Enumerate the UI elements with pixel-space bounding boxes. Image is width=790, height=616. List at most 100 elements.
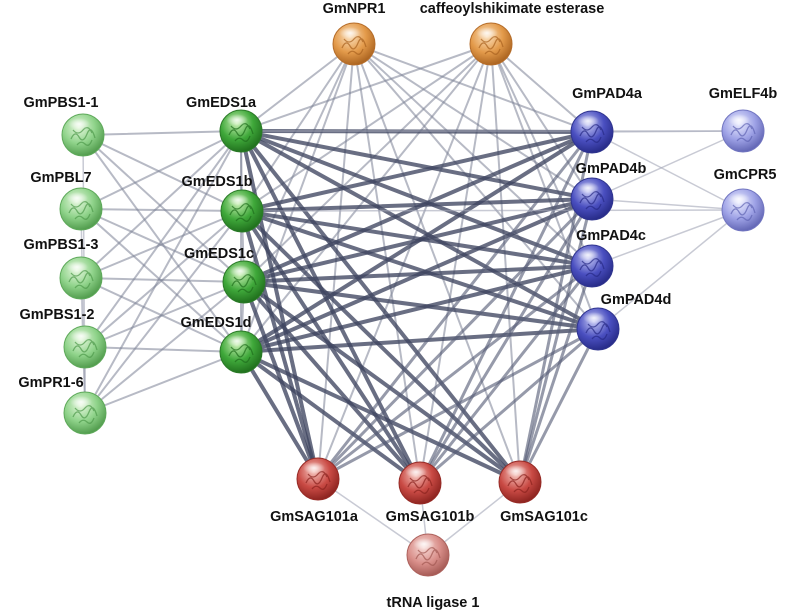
node-gloss bbox=[226, 114, 248, 126]
node-sag101a[interactable] bbox=[296, 457, 340, 501]
node-gloss bbox=[577, 249, 599, 261]
node-pbl7[interactable] bbox=[59, 187, 103, 231]
edge-eds1c-pad4a bbox=[242, 130, 594, 284]
node-pbs13[interactable] bbox=[59, 256, 103, 300]
protein-structure-icon bbox=[478, 35, 504, 55]
edge-pr16-eds1a bbox=[84, 130, 242, 414]
node-pbs12[interactable] bbox=[63, 325, 107, 369]
protein-structure-icon bbox=[579, 123, 605, 143]
edge-pr16-eds1c bbox=[84, 281, 245, 414]
edge-pbs11-eds1a bbox=[82, 130, 242, 136]
edge-pbs13-eds1a bbox=[80, 130, 242, 279]
edge-pbs12-eds1b bbox=[84, 210, 243, 348]
edge-cse-eds1d bbox=[240, 43, 492, 353]
edge-pbs11-eds1b bbox=[82, 134, 243, 212]
edge-pad4a-sag101a bbox=[316, 130, 594, 481]
edge-pbs12-eds1c bbox=[84, 281, 245, 348]
edge-pbl7-eds1a bbox=[80, 130, 242, 210]
edge-cse-pad4b bbox=[490, 43, 593, 200]
node-npr1[interactable] bbox=[332, 22, 376, 66]
node-label-eds1a: GmEDS1a bbox=[186, 95, 257, 111]
node-label-sag101b: GmSAG101b bbox=[386, 509, 475, 525]
edge-npr1-eds1b bbox=[241, 43, 355, 212]
protein-structure-icon bbox=[407, 474, 433, 494]
protein-structure-icon bbox=[228, 122, 254, 142]
protein-structure-icon bbox=[341, 35, 367, 55]
node-gloss bbox=[227, 194, 249, 206]
node-label-pad4c: GmPAD4c bbox=[576, 228, 646, 244]
protein-structure-icon bbox=[231, 273, 257, 293]
edge-layer bbox=[80, 43, 744, 556]
edge-eds1b-pad4b bbox=[240, 197, 594, 213]
edge-eds1b-pad4a bbox=[240, 130, 594, 213]
edge-pad4c-sag101b bbox=[418, 264, 594, 485]
node-gloss bbox=[66, 261, 88, 273]
node-gloss bbox=[583, 312, 605, 324]
protein-structure-icon bbox=[68, 269, 94, 289]
protein-structure-icon bbox=[579, 190, 605, 210]
node-trna[interactable] bbox=[406, 533, 450, 577]
node-cse[interactable] bbox=[469, 22, 513, 66]
node-label-pbs12: GmPBS1-2 bbox=[20, 307, 95, 323]
edge-eds1a-pad4d bbox=[239, 129, 600, 331]
edge-eds1b-cpr5 bbox=[241, 209, 744, 212]
protein-structure-icon bbox=[415, 546, 441, 566]
edge-cse-pad4a bbox=[490, 43, 593, 133]
node-cpr5[interactable] bbox=[721, 188, 765, 232]
edge-pbs13-eds1b bbox=[80, 210, 243, 279]
node-gloss bbox=[405, 466, 427, 478]
node-gloss bbox=[229, 265, 251, 277]
node-label-elf4b: GmELF4b bbox=[709, 86, 778, 102]
node-label-trna: tRNA ligase 1 bbox=[387, 595, 480, 611]
node-eds1c[interactable] bbox=[222, 260, 266, 304]
node-eds1b[interactable] bbox=[220, 189, 264, 233]
edge-pad4d-sag101a bbox=[316, 327, 600, 481]
protein-structure-icon bbox=[579, 257, 605, 277]
edge-pad4b-sag101a bbox=[316, 197, 594, 481]
edge-sag101a-trna bbox=[317, 478, 429, 556]
edge-cse-sag101c bbox=[490, 43, 521, 483]
node-pad4a[interactable] bbox=[570, 110, 614, 154]
edge-eds1d-sag101a bbox=[239, 350, 320, 481]
edge-pbs12-eds1a bbox=[84, 130, 242, 348]
edge-eds1a-pad4b bbox=[239, 129, 594, 201]
node-gloss bbox=[476, 27, 498, 39]
edge-eds1c-pad4d bbox=[242, 280, 600, 331]
node-pbs11[interactable] bbox=[61, 113, 105, 157]
edge-eds1a-sag101a bbox=[239, 129, 320, 481]
node-pad4d[interactable] bbox=[576, 307, 620, 351]
edge-eds1d-sag101b bbox=[239, 350, 422, 485]
protein-structure-icon bbox=[68, 200, 94, 220]
protein-structure-icon bbox=[229, 202, 255, 222]
edge-eds1c-sag101b bbox=[242, 280, 422, 485]
edge-pad4b-cpr5 bbox=[591, 198, 744, 211]
node-gloss bbox=[339, 27, 361, 39]
protein-structure-icon bbox=[228, 343, 254, 363]
node-eds1a[interactable] bbox=[219, 109, 263, 153]
protein-structure-icon bbox=[72, 338, 98, 358]
edge-npr1-pad4b bbox=[353, 43, 593, 200]
edge-pbl7-eds1c bbox=[80, 208, 245, 283]
node-eds1d[interactable] bbox=[219, 330, 263, 374]
node-gloss bbox=[66, 192, 88, 204]
edge-pad4d-cpr5 bbox=[597, 209, 744, 330]
node-gloss bbox=[728, 114, 750, 126]
node-pad4c[interactable] bbox=[570, 244, 614, 288]
edge-eds1d-pad4b bbox=[239, 197, 594, 354]
node-pr16[interactable] bbox=[63, 391, 107, 435]
edge-pbs11-eds1c bbox=[82, 134, 245, 283]
node-pad4b[interactable] bbox=[570, 177, 614, 221]
node-label-pbs13: GmPBS1-3 bbox=[24, 237, 99, 253]
node-sag101b[interactable] bbox=[398, 461, 442, 505]
node-sag101c[interactable] bbox=[498, 460, 542, 504]
node-label-pad4b: GmPAD4b bbox=[576, 161, 647, 177]
edge-pr16-eds1b bbox=[84, 210, 243, 414]
node-label-pad4d: GmPAD4d bbox=[601, 292, 672, 308]
edge-pbl7-eds1b bbox=[80, 208, 243, 212]
edge-cse-sag101b bbox=[419, 43, 492, 484]
node-elf4b[interactable] bbox=[721, 109, 765, 153]
protein-structure-icon bbox=[585, 320, 611, 340]
node-label-pbl7: GmPBL7 bbox=[30, 170, 91, 186]
edge-eds1b-sag101a bbox=[240, 209, 320, 481]
